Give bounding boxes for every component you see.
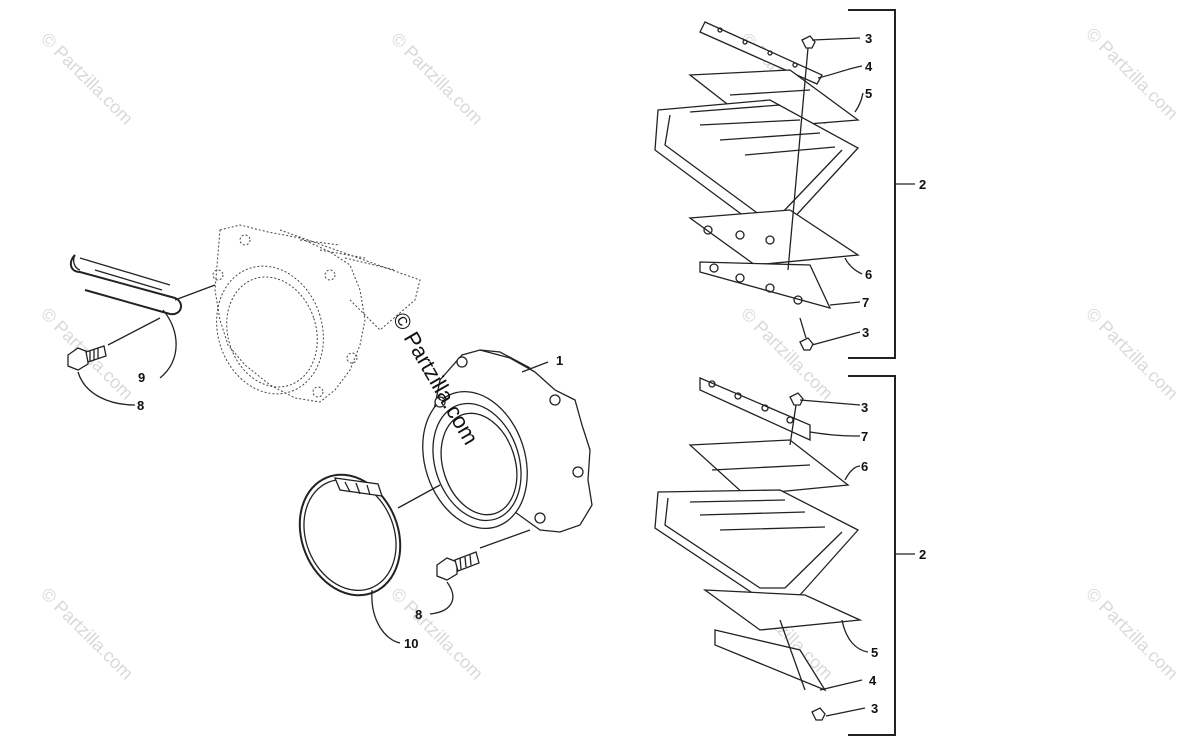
callout-4-bottom: 4 xyxy=(869,673,877,688)
callout-7-top: 7 xyxy=(862,295,869,310)
callout-3-bottom-a: 3 xyxy=(861,400,868,415)
reed-housing xyxy=(422,349,593,533)
leader-lines-center xyxy=(371,361,549,644)
callout-9: 9 xyxy=(138,370,145,385)
watermark-text: © Partzilla.com xyxy=(1082,584,1182,684)
callout-3-top-a: 3 xyxy=(865,31,872,46)
watermark-text: © Partzilla.com xyxy=(37,584,137,684)
callout-8-left: 8 xyxy=(137,398,144,413)
reed-cage-ghost xyxy=(212,224,421,403)
callout-5-bottom: 5 xyxy=(871,645,878,660)
callout-3-top-b: 3 xyxy=(862,325,869,340)
watermark-text: © Partzilla.com xyxy=(37,29,137,129)
watermark-text: © Partzilla.com xyxy=(737,304,837,404)
callout-1: 1 xyxy=(556,353,563,368)
callout-6-top: 6 xyxy=(865,267,872,282)
callout-6-bottom: 6 xyxy=(861,459,868,474)
callout-5-top: 5 xyxy=(865,86,872,101)
leader-lines-bottom xyxy=(799,375,915,736)
callout-10: 10 xyxy=(404,636,418,651)
watermarks: © Partzilla.com © Partzilla.com © Partzi… xyxy=(37,24,1182,684)
reed-assembly-top xyxy=(654,21,860,351)
reed-assembly-bottom xyxy=(654,377,863,721)
watermark-text: © Partzilla.com xyxy=(1082,304,1182,404)
watermark-text: © Partzilla.com xyxy=(1082,24,1182,124)
hose-clamp xyxy=(298,473,402,597)
watermark-text: © Partzilla.com xyxy=(387,29,487,129)
watermark-text: © Partzilla.com xyxy=(387,584,487,684)
callout-4-top: 4 xyxy=(865,59,873,74)
bracket-strap xyxy=(69,254,182,316)
callout-2-bottom: 2 xyxy=(919,547,926,562)
bolt-left xyxy=(67,345,107,371)
bolt-right xyxy=(436,551,480,581)
callout-2-top: 2 xyxy=(919,177,926,192)
callout-7-bottom: 7 xyxy=(861,429,868,444)
callout-3-bottom-b: 3 xyxy=(871,701,878,716)
callout-8-right: 8 xyxy=(415,607,422,622)
callout-numbers: 1 2 2 3 3 3 3 4 4 5 5 6 6 7 7 8 8 9 10 xyxy=(137,31,926,716)
leader-lines-left xyxy=(77,284,216,406)
leader-lines-top xyxy=(811,9,915,359)
